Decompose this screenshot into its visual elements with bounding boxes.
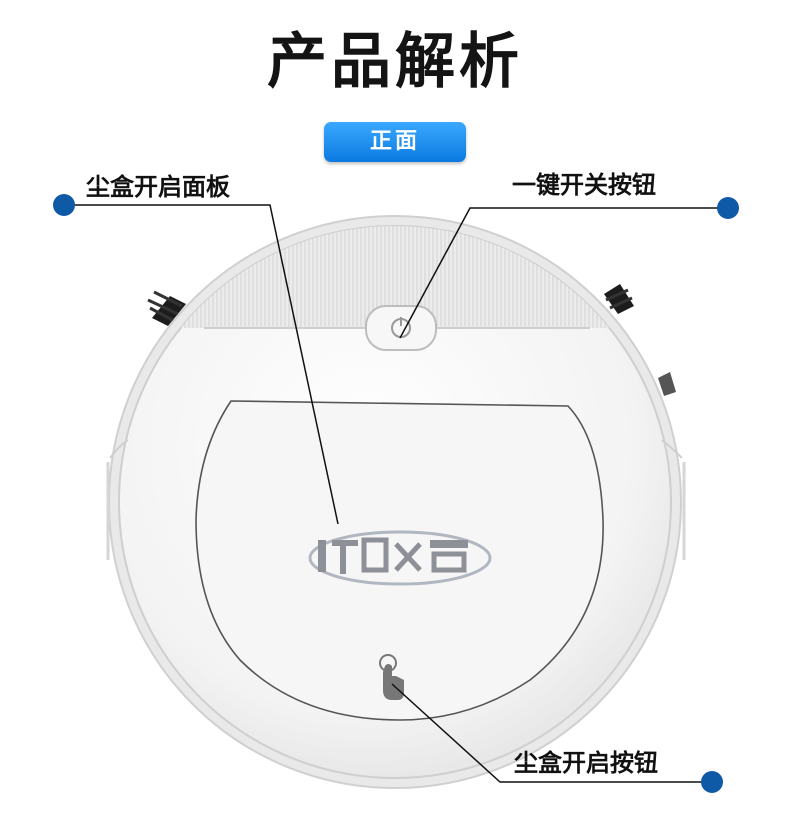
callout-dot-dustbin-button xyxy=(701,771,723,793)
callout-lines xyxy=(64,204,728,783)
power-button xyxy=(365,305,437,351)
dustbin-panel xyxy=(195,400,604,721)
view-badge: 正面 xyxy=(324,122,466,162)
callout-label-dustbin-button: 尘盒开启按钮 xyxy=(514,749,658,777)
callout-dot-power-button xyxy=(717,197,739,219)
callout-dot-dustbin-panel xyxy=(53,194,75,216)
callout-label-dustbin-panel: 尘盒开启面板 xyxy=(86,173,230,201)
callout-label-power-button: 一键开关按钮 xyxy=(512,171,656,199)
side-brush-left xyxy=(147,290,186,326)
side-brush-right xyxy=(604,284,676,396)
page-title: 产品解析 xyxy=(267,27,523,97)
brand-logo xyxy=(308,530,492,586)
